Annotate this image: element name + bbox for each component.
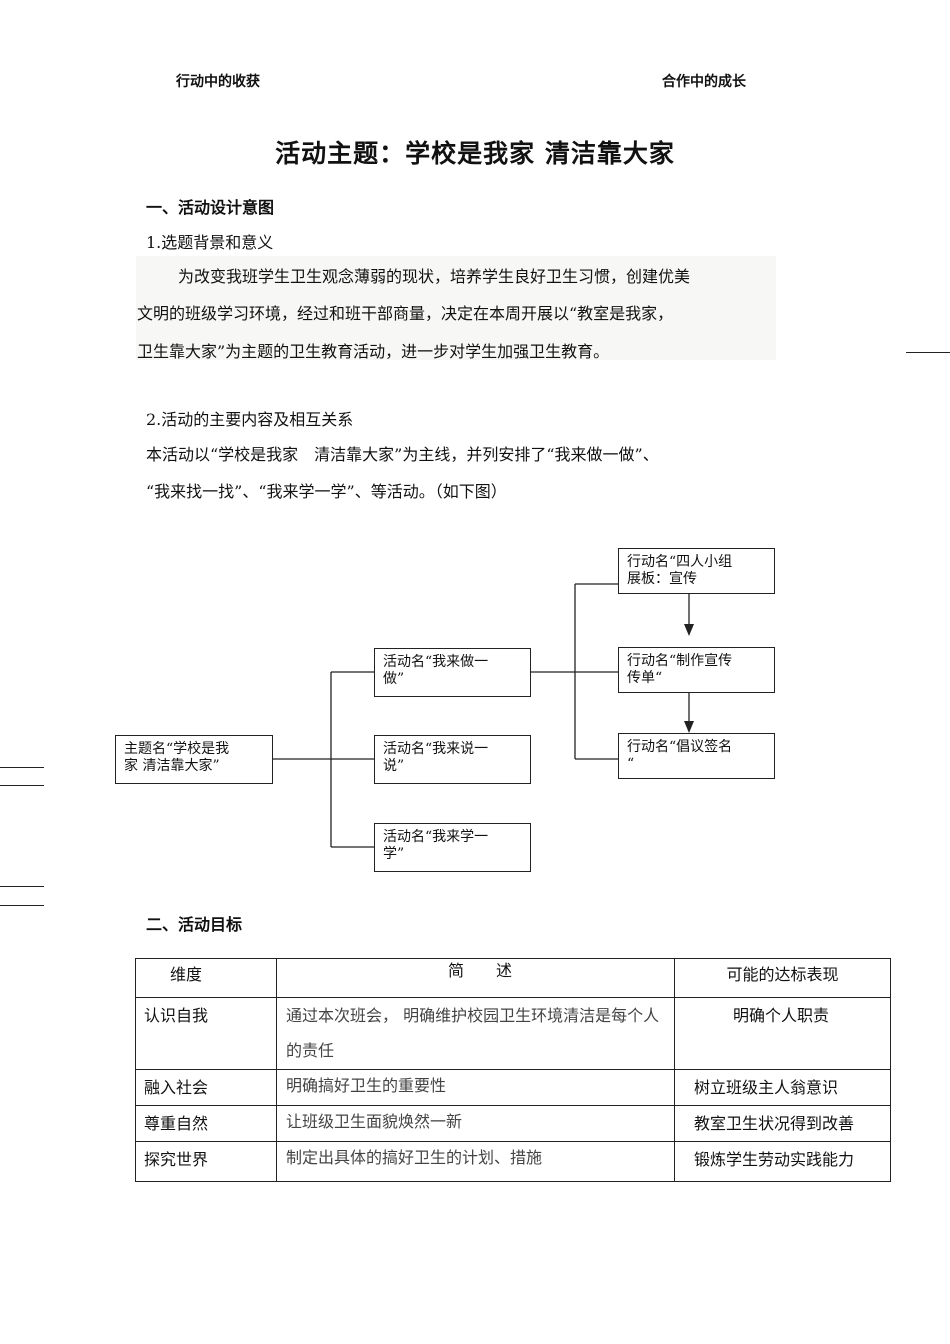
header-left: 行动中的收获 — [176, 74, 260, 90]
header-right: 合作中的成长 — [662, 74, 746, 90]
section2-heading: 二、活动目标 — [146, 915, 243, 934]
activity-box-say: 活动名“我来说一 说” — [374, 735, 531, 784]
table-header-cell: 简 述 — [276, 958, 675, 998]
paragraph2-line1: 本活动以“学校是我家 清洁靠大家”为主线，并列安排了“我来做一做”、 — [146, 445, 659, 464]
arrow-head — [684, 624, 694, 636]
table-cell-goal: 树立班级主人翁意识 — [674, 1069, 891, 1106]
table-row: 尊重自然 让班级卫生面貌焕然一新 教室卫生状况得到改善 — [135, 1105, 891, 1142]
table-cell-dimension: 认识自我 — [135, 997, 277, 1070]
margin-mark — [0, 886, 44, 887]
action-box-petition: 行动名“倡议签名 “ — [618, 733, 775, 779]
paragraph1-line3: 卫生靠大家”为主题的卫生教育活动，进一步对学生加强卫生教育。 — [137, 342, 610, 361]
table-header-cell: 维度 — [135, 958, 277, 998]
table-cell-dimension: 融入社会 — [135, 1069, 277, 1106]
table-cell-description: 明确搞好卫生的重要性 — [276, 1069, 675, 1106]
activity-box-do: 活动名“我来做一 做” — [374, 648, 531, 697]
arrow-head — [684, 721, 694, 733]
table-cell-description: 制定出具体的搞好卫生的计划、措施 — [276, 1141, 675, 1182]
paragraph1-line1: 为改变我班学生卫生观念薄弱的现状，培养学生良好卫生习惯，创建优美 — [178, 267, 691, 286]
action-box-display-board: 行动名“四人小组 展板：宣传 — [618, 548, 775, 594]
margin-mark — [0, 785, 44, 786]
table-cell-goal: 教室卫生状况得到改善 — [674, 1105, 891, 1142]
table-header-row: 维度 简 述 可能的达标表现 — [135, 958, 891, 998]
margin-mark — [906, 352, 950, 353]
table-header-cell: 可能的达标表现 — [674, 958, 891, 998]
action-box-leaflet: 行动名“制作宣传 传单“ — [618, 647, 775, 693]
table-row: 认识自我 通过本次班会， 明确维护校园卫生环境清洁是每个人的责任 明确个人职责 — [135, 997, 891, 1070]
table-cell-description: 通过本次班会， 明确维护校园卫生环境清洁是每个人的责任 — [276, 997, 675, 1070]
table-row: 探究世界 制定出具体的搞好卫生的计划、措施 锻炼学生劳动实践能力 — [135, 1141, 891, 1182]
goals-table: 维度 简 述 可能的达标表现 认识自我 通过本次班会， 明确维护校园卫生环境清洁… — [135, 958, 891, 1182]
paragraph2-line2: “我来找一找”、“我来学一学”、等活动。（如下图） — [146, 482, 507, 501]
table-row: 融入社会 明确搞好卫生的重要性 树立班级主人翁意识 — [135, 1069, 891, 1106]
page-title: 活动主题：学校是我家 清洁靠大家 — [275, 139, 675, 168]
table-cell-dimension: 探究世界 — [135, 1141, 277, 1182]
table-cell-dimension: 尊重自然 — [135, 1105, 277, 1142]
table-cell-goal: 明确个人职责 — [674, 997, 891, 1070]
margin-mark — [0, 767, 44, 768]
section1-heading: 一、活动设计意图 — [146, 198, 275, 217]
activity-box-learn: 活动名“我来学一 学” — [374, 823, 531, 872]
paragraph-shading — [136, 256, 776, 360]
theme-box: 主题名“学校是我 家 清洁靠大家” — [115, 735, 273, 784]
table-cell-description: 让班级卫生面貌焕然一新 — [276, 1105, 675, 1142]
margin-mark — [0, 905, 44, 906]
table-cell-goal: 锻炼学生劳动实践能力 — [674, 1141, 891, 1182]
paragraph1-line2: 文明的班级学习环境，经过和班干部商量，决定在本周开展以“教室是我家， — [137, 304, 674, 323]
section1-subheading-2: 2.活动的主要内容及相互关系 — [146, 410, 354, 429]
section1-subheading-1: 1.选题背景和意义 — [146, 233, 274, 252]
